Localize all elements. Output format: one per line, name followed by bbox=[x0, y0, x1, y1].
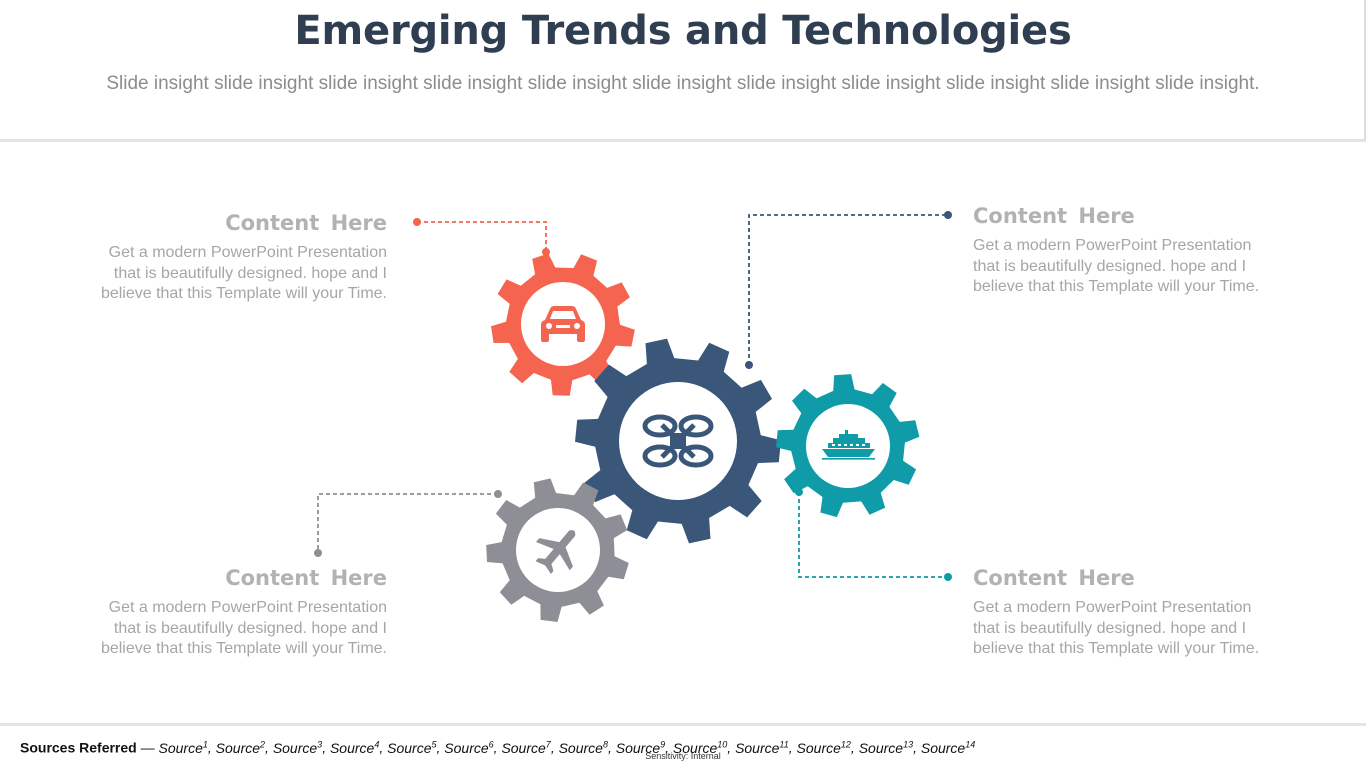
car-icon bbox=[541, 306, 585, 342]
source-ref: Source5 bbox=[387, 739, 437, 756]
footer-divider bbox=[0, 723, 1366, 726]
sources-list: Source1, Source2, Source3, Source4, Sour… bbox=[158, 739, 976, 756]
header-edge-line bbox=[1364, 0, 1366, 140]
source-number: 6 bbox=[488, 739, 494, 749]
gear-plane bbox=[486, 478, 629, 622]
connector-bottom-right bbox=[798, 492, 948, 578]
source-number: 11 bbox=[779, 739, 789, 749]
sensitivity-label: Sensitivity: Internal bbox=[645, 751, 721, 761]
airplane-icon bbox=[535, 530, 576, 575]
slide-subtitle: Slide insight slide insight slide insigh… bbox=[106, 73, 1260, 94]
content-block-top-left: Content Here Get a modern PowerPoint Pre… bbox=[91, 211, 387, 305]
connector-dot bbox=[494, 490, 502, 498]
ship-icon bbox=[822, 430, 875, 460]
source-number: 2 bbox=[260, 739, 266, 749]
content-heading: Content Here bbox=[973, 566, 1135, 590]
source-ref: Source6 bbox=[444, 739, 494, 756]
source-ref: Source12 bbox=[796, 739, 851, 756]
connector-dot bbox=[413, 218, 421, 226]
source-ref: Source3 bbox=[272, 739, 323, 756]
sources-label: Sources Referred bbox=[20, 739, 137, 756]
sources-footer: Sources Referred — Source1, Source2, Sou… bbox=[20, 739, 975, 756]
source-ref: Source10 bbox=[672, 739, 728, 756]
source-ref: Source2 bbox=[215, 739, 266, 756]
source-number: 12 bbox=[840, 739, 851, 749]
connector-dot bbox=[944, 211, 952, 219]
content-body: Get a modern PowerPoint Presentation tha… bbox=[973, 599, 1260, 657]
sources-dash: — bbox=[136, 739, 159, 756]
source-ref: Source9 bbox=[615, 739, 666, 756]
connector-top-right bbox=[748, 214, 948, 365]
connector-dot bbox=[314, 549, 322, 557]
source-ref: Source14 bbox=[920, 739, 976, 756]
content-body: Get a modern PowerPoint Presentation tha… bbox=[100, 244, 387, 302]
content-body: Get a modern PowerPoint Presentation tha… bbox=[100, 599, 387, 657]
source-number: 8 bbox=[602, 739, 608, 749]
content-heading: Content Here bbox=[973, 204, 1135, 228]
slide-title: Emerging Trends and Technologies bbox=[294, 8, 1072, 54]
source-number: 3 bbox=[317, 739, 323, 749]
source-ref: Source1 bbox=[158, 739, 208, 756]
source-ref: Source7 bbox=[501, 739, 551, 756]
content-block-bottom-left: Content Here Get a modern PowerPoint Pre… bbox=[91, 566, 387, 660]
source-number: 1 bbox=[202, 739, 208, 749]
gear-car bbox=[491, 253, 635, 396]
source-number: 14 bbox=[965, 739, 976, 749]
content-heading: Content Here bbox=[225, 211, 387, 235]
drone-body bbox=[670, 433, 686, 449]
header-divider bbox=[0, 139, 1366, 142]
gear-ship bbox=[776, 374, 920, 518]
source-number: 10 bbox=[717, 739, 728, 749]
source-number: 9 bbox=[660, 739, 666, 749]
source-ref: Source8 bbox=[558, 739, 608, 756]
content-heading: Content Here bbox=[225, 566, 387, 590]
source-number: 4 bbox=[374, 739, 380, 749]
source-ref: Source13 bbox=[858, 739, 914, 756]
connector-top-left bbox=[417, 221, 547, 252]
connector-bottom-left bbox=[317, 493, 498, 553]
source-ref: Source11 bbox=[735, 739, 789, 756]
source-number: 13 bbox=[903, 739, 914, 749]
content-body: Get a modern PowerPoint Presentation tha… bbox=[973, 237, 1260, 295]
connector-dot bbox=[944, 573, 952, 581]
source-number: 7 bbox=[545, 739, 551, 749]
content-block-bottom-right: Content Here Get a modern PowerPoint Pre… bbox=[973, 566, 1269, 660]
source-ref: Source4 bbox=[329, 739, 380, 756]
connector-dot bbox=[745, 361, 753, 369]
gear-drone bbox=[575, 338, 781, 544]
source-number: 5 bbox=[431, 739, 437, 749]
content-block-top-right: Content Here Get a modern PowerPoint Pre… bbox=[973, 204, 1269, 298]
